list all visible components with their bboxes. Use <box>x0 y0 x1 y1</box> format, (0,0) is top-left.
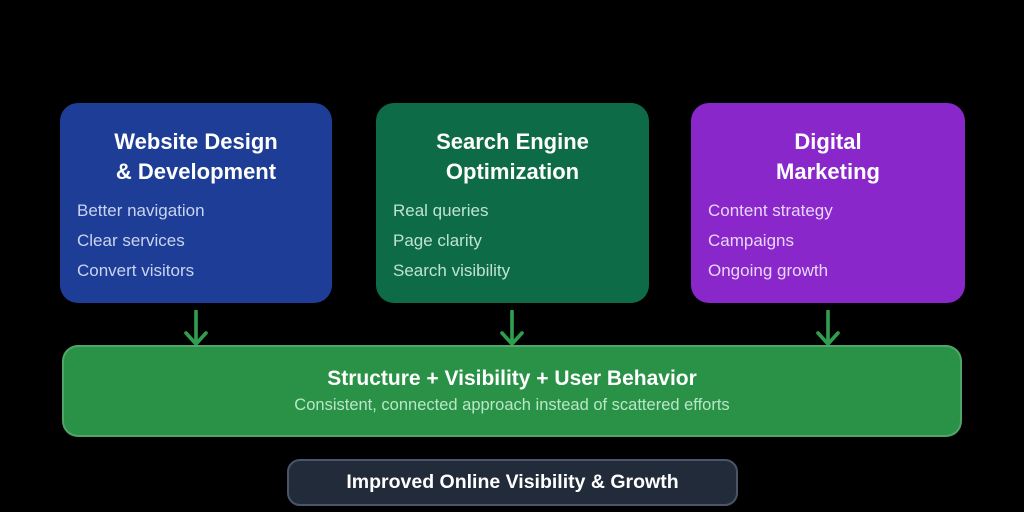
pillar-item: Search visibility <box>393 261 511 280</box>
pillar-item-list: Better navigation Clear services Convert… <box>76 202 316 280</box>
pillar-card-digital-marketing: Digital Marketing Content strategy Campa… <box>691 103 965 303</box>
pillar-item: Content strategy <box>708 201 833 220</box>
pillar-item: Real queries <box>393 201 489 220</box>
pillar-card-website-design: Website Design & Development Better navi… <box>60 103 332 303</box>
down-arrow-icon <box>816 310 840 346</box>
pillar-item: Ongoing growth <box>708 261 829 280</box>
pillar-card-seo: Search Engine Optimization Real queries … <box>376 103 649 303</box>
result-label: Improved Online Visibility & Growth <box>346 471 679 493</box>
pillar-item: Campaigns <box>708 231 794 250</box>
down-arrow-icon <box>500 310 524 346</box>
pillar-title: Digital Marketing <box>776 129 880 184</box>
pillar-item: Page clarity <box>393 231 482 250</box>
summary-title: Structure + Visibility + User Behavior <box>327 367 697 390</box>
summary-band: Structure + Visibility + User Behavior C… <box>62 345 962 437</box>
pillar-item-list: Real queries Page clarity Search visibil… <box>392 202 633 280</box>
pillar-item: Convert visitors <box>77 261 195 280</box>
pillar-title: Search Engine Optimization <box>436 129 589 184</box>
pillar-title: Website Design & Development <box>114 129 278 184</box>
summary-subtitle: Consistent, connected approach instead o… <box>294 396 730 414</box>
pillar-item-list: Content strategy Campaigns Ongoing growt… <box>707 202 949 280</box>
down-arrow-icon <box>184 310 208 346</box>
result-pill: Improved Online Visibility & Growth <box>287 459 738 506</box>
pillar-item: Clear services <box>77 231 185 250</box>
pillar-item: Better navigation <box>77 201 205 220</box>
